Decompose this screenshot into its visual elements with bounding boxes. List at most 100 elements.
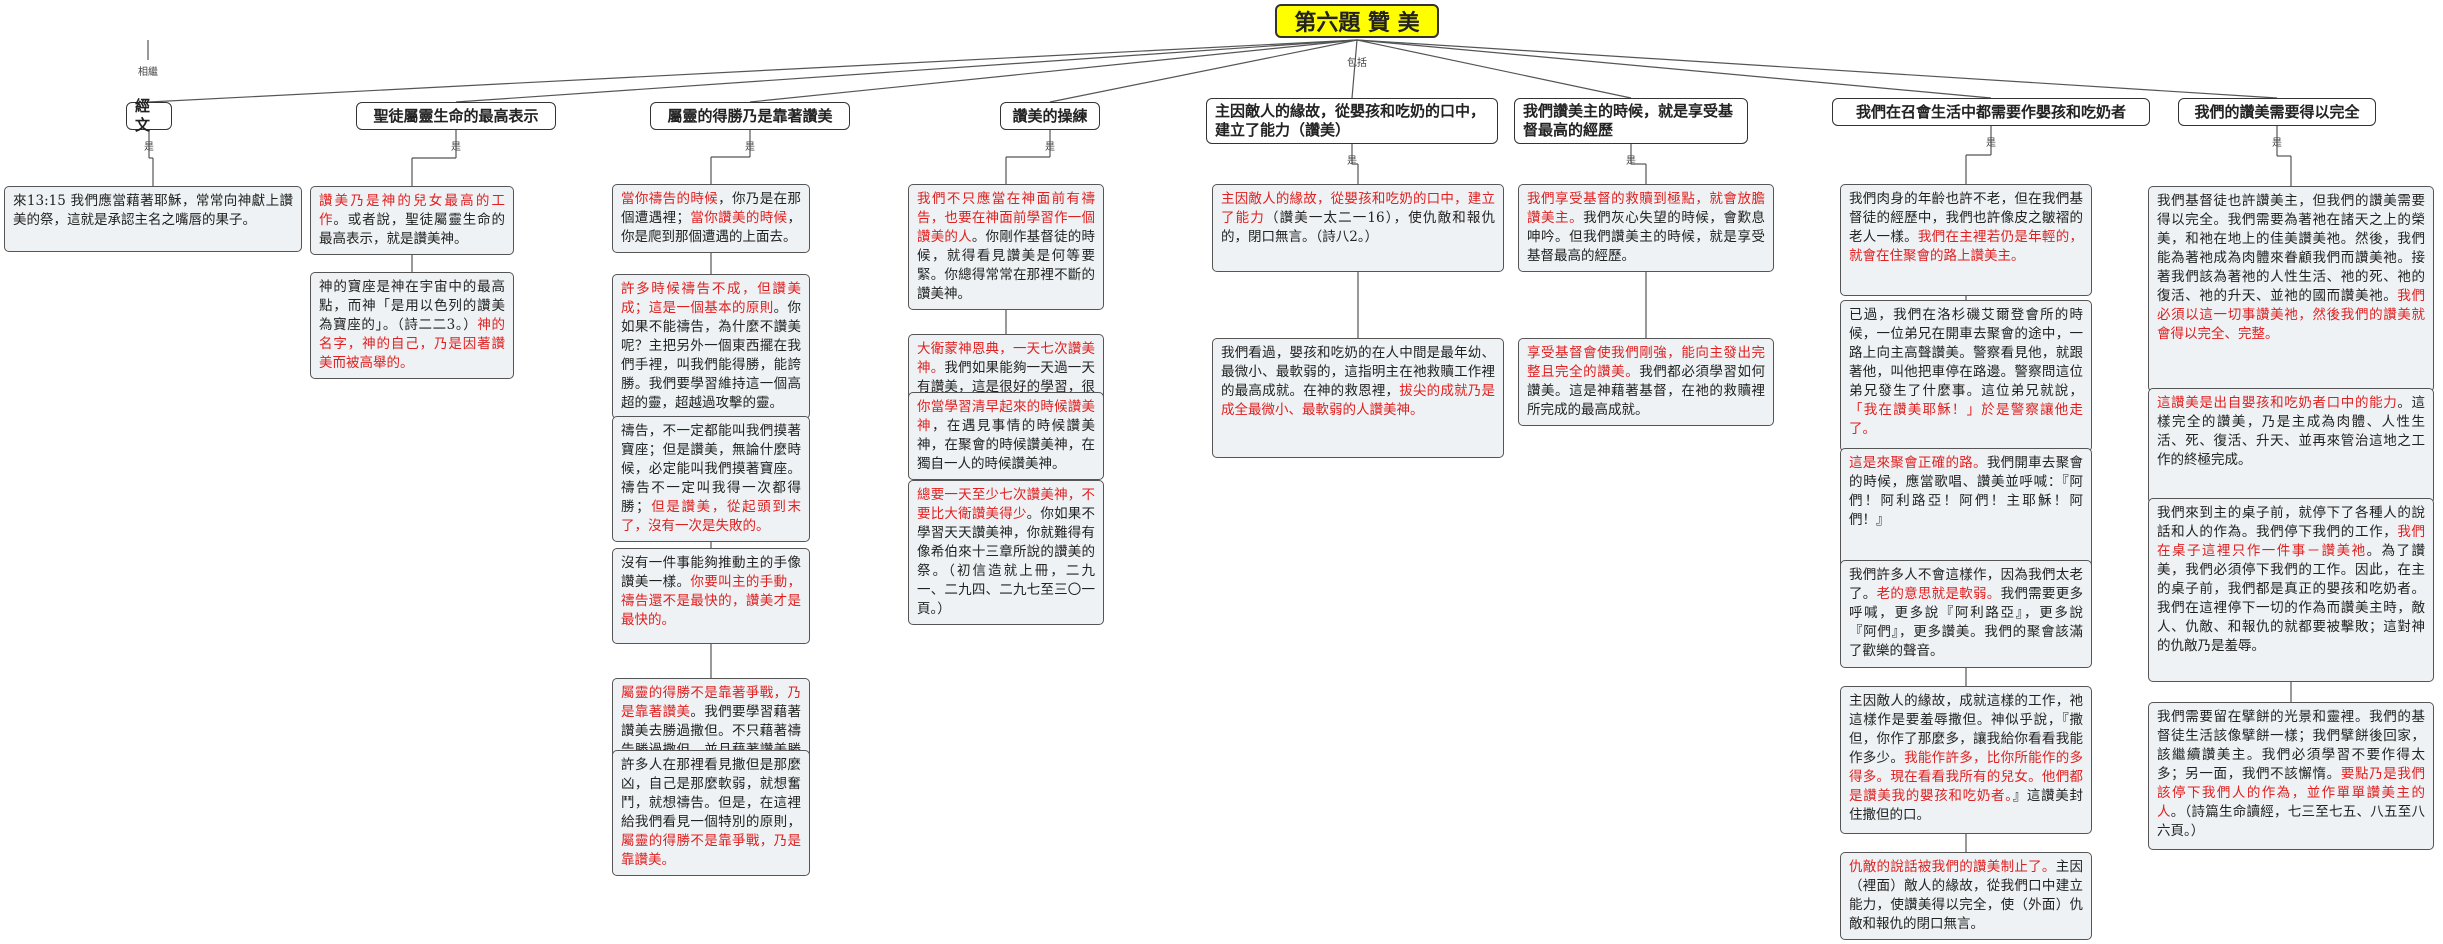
note-text: 我們許多人不會這樣作，因為我們太老了。: [1849, 567, 2083, 602]
note-text: 我們肉身的年齡也許不老，但在我們基督徒的經歷中，我們也許像皮之皺褶的老人一樣。: [1849, 191, 2083, 245]
highlighted-text: 老的意思就是軟弱。: [1876, 586, 2001, 602]
relation-label-sub: 是: [745, 142, 755, 153]
note-text: 我們開車去聚會的時候，應當歌唱、讚美並呼喊：『阿們！阿利路亞！阿們！主耶穌！阿們…: [1849, 455, 2083, 528]
highlighted-text: 我們必須以這一切事讚美祂，然後我們的讚美就會得以完全、完整。: [2157, 288, 2426, 342]
topic-note: 我們看過，嬰孩和吃奶的在人中間是最年幼、最微小、最軟弱的，這指明主在祂救贖工作裡…: [1212, 338, 1504, 458]
topic-note: 讚美乃是神的兒女最高的工作。或者說，聖徒屬靈生命的最高表示，就是讚美神。: [310, 186, 514, 255]
relation-label-sub: 是: [451, 142, 461, 153]
note-text: 。你如果不能禱告，為什麼不讚美呢？主把另外一個東西擺在我們手裡，叫我們能得勝，能…: [621, 300, 801, 411]
note-text: 禱告，不一定都能叫我們摸著寶座；但是讚美，無論什麼時候，必定能叫我們摸著寶座。禱…: [621, 423, 801, 515]
topic-note: 沒有一件事能夠推動主的手像讚美一樣。你要叫主的手動，禱告還不是最快的，讚美才是最…: [612, 548, 810, 644]
connector: [1351, 39, 1358, 99]
topic-note: 我們享受基督的救贖到極點，就會放膽讚美主。我們灰心失望的時候，會歎息呻吟。但我們…: [1518, 184, 1774, 272]
note-text: 』這讚美封住撒但的口。: [1849, 788, 2083, 823]
connector: [1356, 39, 1992, 99]
highlighted-text: 你當學習清早起來的時候讚美神: [917, 399, 1095, 434]
highlighted-text: 要點乃是我們該停下我們人的作為，並作單單讚美主的人: [2157, 766, 2426, 820]
relation-label-sub: 是: [1986, 138, 1996, 149]
highlighted-text: 享受基督會使我們剛強，能向主發出完整且完全的讚美。: [1527, 345, 1765, 380]
highlighted-text: 總要一天至少七次讚美神，不要比大衛讚美得少: [917, 487, 1095, 522]
highlighted-text: 我們享受基督的救贖到極點，就會放膽讚美主。: [1527, 191, 1765, 226]
topic-note: 當你禱告的時候，你乃是在那個遭遇裡；當你讚美的時候，你是爬到那個遭遇的上面去。: [612, 184, 810, 253]
highlighted-text: 我能作許多，比你所能作的多得多。現在看看我所有的兒女。他們都是讚美我的嬰孩和吃奶…: [1849, 750, 2083, 804]
topic-note: 我們來到主的桌子前，就停下了各種人的說話和人的作為。我們停下我們的工作，我們在桌…: [2148, 498, 2434, 682]
topic-note: 主因敵人的緣故，從嬰孩和吃奶的口中，建立了能力（讚美一太二一16），使仇敵和報仇…: [1212, 184, 1504, 272]
connector: [455, 39, 1358, 103]
topic-note: 總要一天至少七次讚美神，不要比大衛讚美得少。你如果不學習天天讚美神，你就難得有像…: [908, 480, 1104, 625]
topic-heading: 我們在召會生活中都需要作嬰孩和吃奶者: [1832, 98, 2150, 126]
note-text: 我們看過，嬰孩和吃奶的在人中間是最年幼、最微小、最軟弱的，這指明主在祂救贖工作裡…: [1221, 345, 1495, 399]
topic-note: 主因敵人的緣故，成就這樣的工作，祂這樣作是要羞辱撒但。神似乎說，『撒但，你作了那…: [1840, 686, 2092, 834]
topic-note: 這讚美是出自嬰孩和吃奶者口中的能力。這樣完全的讚美，乃是主成為肉體、人性生活、死…: [2148, 388, 2434, 504]
note-text: 。你剛作基督徒的時候，就得看見讚美是何等要緊。你總得常常在那裡不斷的讚美神。: [917, 229, 1096, 302]
note-text: 我們來到主的桌子前，就停下了各種人的說話和人的作為。我們停下我們的工作，: [2157, 505, 2425, 540]
highlighted-text: 神的名字，神的自己，乃是因著讚美而被高舉的。: [319, 317, 506, 371]
note-text: 我們都必須學習如何讚美。這是神藉著基督，在祂的救贖裡所完成的最高成就。: [1527, 364, 1765, 418]
highlighted-text: 這讚美是出自嬰孩和吃奶者口中的能力: [2157, 395, 2398, 411]
root-topic: 第六題 贊 美: [1275, 4, 1439, 38]
topic-note: 我們基督徒也許讚美主，但我們的讚美需要得以完全。我們需要為著祂在諸天之上的榮美，…: [2148, 186, 2434, 392]
topic-heading: 我們讚美主的時候，就是享受基督最高的經歷: [1514, 98, 1748, 144]
note-text: ，你是爬到那個遭遇的上面去。: [621, 210, 801, 245]
note-text: ，你乃是在那個遭遇裡；: [621, 191, 801, 226]
connector: [148, 39, 1358, 103]
topic-note: 禱告，不一定都能叫我們摸著寶座；但是讚美，無論什麼時候，必定能叫我們摸著寶座。禱…: [612, 416, 810, 542]
topic-note: 我們需要留在擘餅的光景和靈裡。我們的基督徒生活該像擘餅一樣；我們擘餅後回家，該繼…: [2148, 702, 2434, 850]
highlighted-text: 屬靈的得勝不是靠著爭戰，乃是靠著讚美: [621, 685, 801, 720]
topic-note: 已過，我們在洛杉磯艾爾登會所的時候，一位弟兄在開車去聚會的途中，一路上向主高聲讚…: [1840, 300, 2092, 452]
highlighted-text: 你要叫主的手動，禱告還不是最快的，讚美才是最快的。: [621, 574, 801, 628]
topic-note: 我們不只應當在神面前有禱告，也要在神面前學習作一個讚美的人。你剛作基督徒的時候，…: [908, 184, 1104, 310]
note-text: 神的寶座是神在宇宙中的最高點，而神「是用以色列的讚美為寶座的」。（詩二二3。）: [319, 279, 505, 333]
topic-note: 享受基督會使我們剛強，能向主發出完整且完全的讚美。我們都必須學習如何讚美。這是神…: [1518, 338, 1774, 426]
highlighted-text: 當你讚美的時候: [690, 210, 788, 226]
topic-note: 許多時候禱告不成，但讚美成；這是一個基本的原則。你如果不能禱告，為什麼不讚美呢？…: [612, 274, 810, 419]
connector: [1356, 39, 1632, 99]
highlighted-text: 我們在桌子這裡只作一件事－讚美祂: [2157, 524, 2426, 559]
note-text: 。你如果不學習天天讚美神，你就難得有像希伯來十三章所說的讚美的祭。（初信造就上冊…: [917, 506, 1096, 617]
note-text: 。這樣完全的讚美，乃是主成為肉體、人性生活、死、復活、升天、並再來管治這地之工作…: [2157, 395, 2426, 468]
note-text: 已過，我們在洛杉磯艾爾登會所的時候，一位弟兄在開車去聚會的途中，一路上向主高聲讚…: [1849, 307, 2083, 399]
connector: [749, 39, 1358, 103]
topic-note: 來13:15 我們應當藉著耶穌，常常向神獻上讚美的祭，這就是承認主名之嘴唇的果子…: [4, 186, 302, 252]
relation-label-sub: 是: [144, 142, 154, 153]
note-text: ，在遇見事情的時候讚美神，在聚會的時候讚美神，在獨自一人的時候讚美神。: [917, 418, 1096, 472]
note-text: 。（詩篇生命讀經，七三至七五、八五至八六頁。）: [2157, 804, 2425, 839]
highlighted-text: 當你禱告的時候: [621, 191, 719, 207]
relation-label-sub: 是: [1626, 156, 1636, 167]
highlighted-text: 屬靈的得勝不是靠爭戰，乃是靠讚美。: [621, 833, 801, 868]
connector: [1049, 39, 1358, 103]
note-text: 許多人在那裡看見撒但是那麼凶，自己是那麼軟弱，就想奮鬥，就想禱告。但是，在這裡給…: [621, 757, 801, 830]
topic-heading: 我們的讚美需要得以完全: [2178, 98, 2376, 126]
topic-note: 神的寶座是神在宇宙中的最高點，而神「是用以色列的讚美為寶座的」。（詩二二3。）神…: [310, 272, 514, 379]
relation-label-sub: 是: [1045, 142, 1055, 153]
note-text: 我們灰心失望的時候，會歎息呻吟。但我們讚美主的時候，就是享受基督最高的經歷。: [1527, 210, 1765, 264]
highlighted-text: 我們在主裡若仍是年輕的，就會在住聚會的路上讚美主。: [1849, 229, 2083, 264]
note-text: 主因（裡面）敵人的緣故，從我們口中建立能力，使讚美得以完全，使（外面）仇敵和報仇…: [1849, 859, 2083, 932]
note-text: 。或者說，聖徒屬靈生命的最高表示，就是讚美神。: [319, 212, 505, 247]
topic-heading: 主因敵人的緣故，從嬰孩和吃奶的口中，建立了能力（讚美）: [1206, 98, 1498, 144]
relation-label-sub: 是: [2272, 138, 2282, 149]
relation-label-sub: 是: [1347, 156, 1357, 167]
topic-heading: 屬靈的得勝乃是靠著讚美: [650, 102, 850, 130]
highlighted-text: 許多時候禱告不成，但讚美成；這是一個基本的原則: [621, 281, 801, 316]
note-text: 主因敵人的緣故，成就這樣的工作，祂這樣作是要羞辱撒但。神似乎說，『撒但，你作了那…: [1849, 693, 2083, 766]
highlighted-text: 這是來聚會正確的路。: [1849, 455, 1987, 471]
topic-note: 許多人在那裡看見撒但是那麼凶，自己是那麼軟弱，就想奮鬥，就想禱告。但是，在這裡給…: [612, 750, 810, 876]
highlighted-text: 仇敵的說話被我們的讚美制止了。: [1849, 859, 2056, 875]
note-text: 我們基督徒也許讚美主，但我們的讚美需要得以完全。我們需要為著祂在諸天之上的榮美，…: [2157, 193, 2425, 304]
topic-note: 這是來聚會正確的路。我們開車去聚會的時候，應當歌唱、讚美並呼喊：『阿們！阿利路亞…: [1840, 448, 2092, 576]
topic-heading: 讚美的操練: [1000, 102, 1100, 130]
topic-note: 我們許多人不會這樣作，因為我們太老了。老的意思就是軟弱。我們需要更多呼喊，更多說…: [1840, 560, 2092, 668]
relation-label-left: 相繼: [138, 67, 158, 78]
highlighted-text: 讚美乃是神的兒女最高的工作: [319, 193, 505, 228]
highlighted-text: 我們不只應當在神面前有禱告，也要在神面前學習作一個讚美的人: [917, 191, 1095, 245]
relation-label-main: 包括: [1347, 58, 1367, 69]
topic-note: 你當學習清早起來的時候讚美神，在遇見事情的時候讚美神，在聚會的時候讚美神，在獨自…: [908, 392, 1104, 480]
note-text: （讚美一太二一16），使仇敵和報仇的，閉口無言。（詩八2。）: [1221, 210, 1496, 245]
topic-heading: 聖徒屬靈生命的最高表示: [356, 102, 556, 130]
note-text: 我們需要更多呼喊，更多說『阿利路亞』，更多說『阿們』，更多讚美。我們的聚會該滿了…: [1849, 586, 2083, 659]
highlighted-text: 但是讚美，從起頭到末了，沒有一次是失敗的。: [621, 499, 802, 534]
note-text: 來13:15 我們應當藉著耶穌，常常向神獻上讚美的祭，這就是承認主名之嘴唇的果子…: [13, 193, 293, 228]
note-text: 。為了讚美，我們必須停下我們的工作。因此，在主的桌子前，我們都是真正的嬰孩和吃奶…: [2157, 543, 2426, 654]
